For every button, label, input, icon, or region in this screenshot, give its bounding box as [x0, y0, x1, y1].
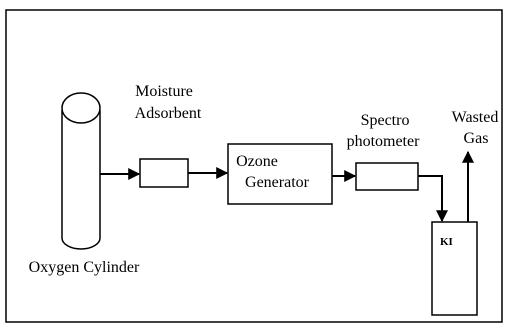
- ki-box: [431, 221, 478, 316]
- moisture-label: Moisture: [135, 83, 193, 100]
- ki-label: KI: [440, 236, 453, 248]
- arrow-spectro-to-ki: [418, 175, 448, 223]
- photometer-label: photometer: [347, 133, 421, 150]
- adsorbent-label: Adsorbent: [135, 105, 202, 122]
- moisture-adsorbent-box: [139, 158, 189, 188]
- spectro-label: Spectro: [361, 112, 410, 129]
- ozone-generator-box: [227, 143, 333, 205]
- oxygen-cylinder-label: Oxygen Cylinder: [29, 259, 140, 276]
- wasted-label: Wasted: [452, 109, 499, 126]
- diagram-frame: [5, 9, 503, 323]
- spectrophotometer-box: [355, 162, 419, 191]
- ozone-label: Ozone: [236, 153, 278, 170]
- gas-label: Gas: [464, 130, 489, 147]
- oxygen-cylinder: [61, 92, 101, 250]
- generator-label: Generator: [245, 174, 310, 191]
